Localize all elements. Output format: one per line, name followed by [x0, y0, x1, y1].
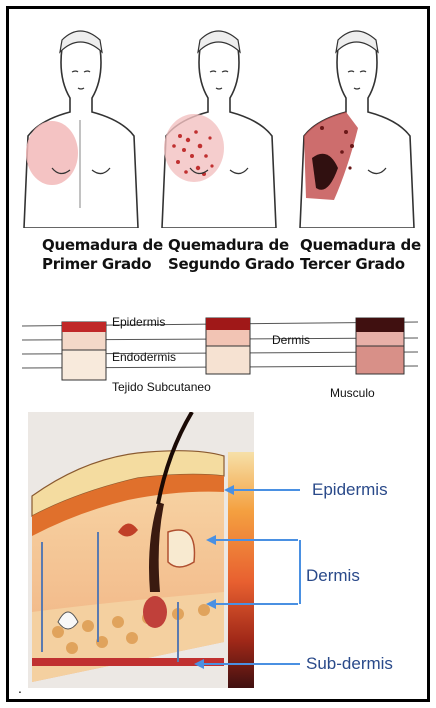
skin-block-second	[206, 318, 250, 374]
layer-label-dermis: Dermis	[272, 333, 310, 347]
burn-label-second: Quemadura de Segundo Grado	[168, 236, 294, 274]
callout-subdermis: Sub-dermis	[306, 654, 393, 674]
torso-third-degree	[298, 28, 416, 228]
layer-label-subcutaneo: Tejido Subcutaneo	[112, 380, 211, 394]
torso-second-degree	[160, 28, 278, 228]
layer-label-musculo: Musculo	[330, 386, 375, 400]
callout-epidermis: Epidermis	[312, 480, 388, 500]
burn-label-third: Quemadura de Tercer Grado	[300, 236, 421, 274]
footer-mark: .	[18, 680, 22, 696]
skin-cross-section	[28, 412, 412, 688]
callout-dermis: Dermis	[306, 566, 360, 586]
skin-block-third	[356, 318, 404, 374]
layer-label-epidermis: Epidermis	[112, 315, 165, 329]
skin-block-first	[62, 322, 106, 380]
burn-label-first: Quemadura de Primer Grado	[42, 236, 163, 274]
layer-label-endodermis: Endodermis	[112, 350, 176, 364]
torso-first-degree	[22, 28, 140, 228]
